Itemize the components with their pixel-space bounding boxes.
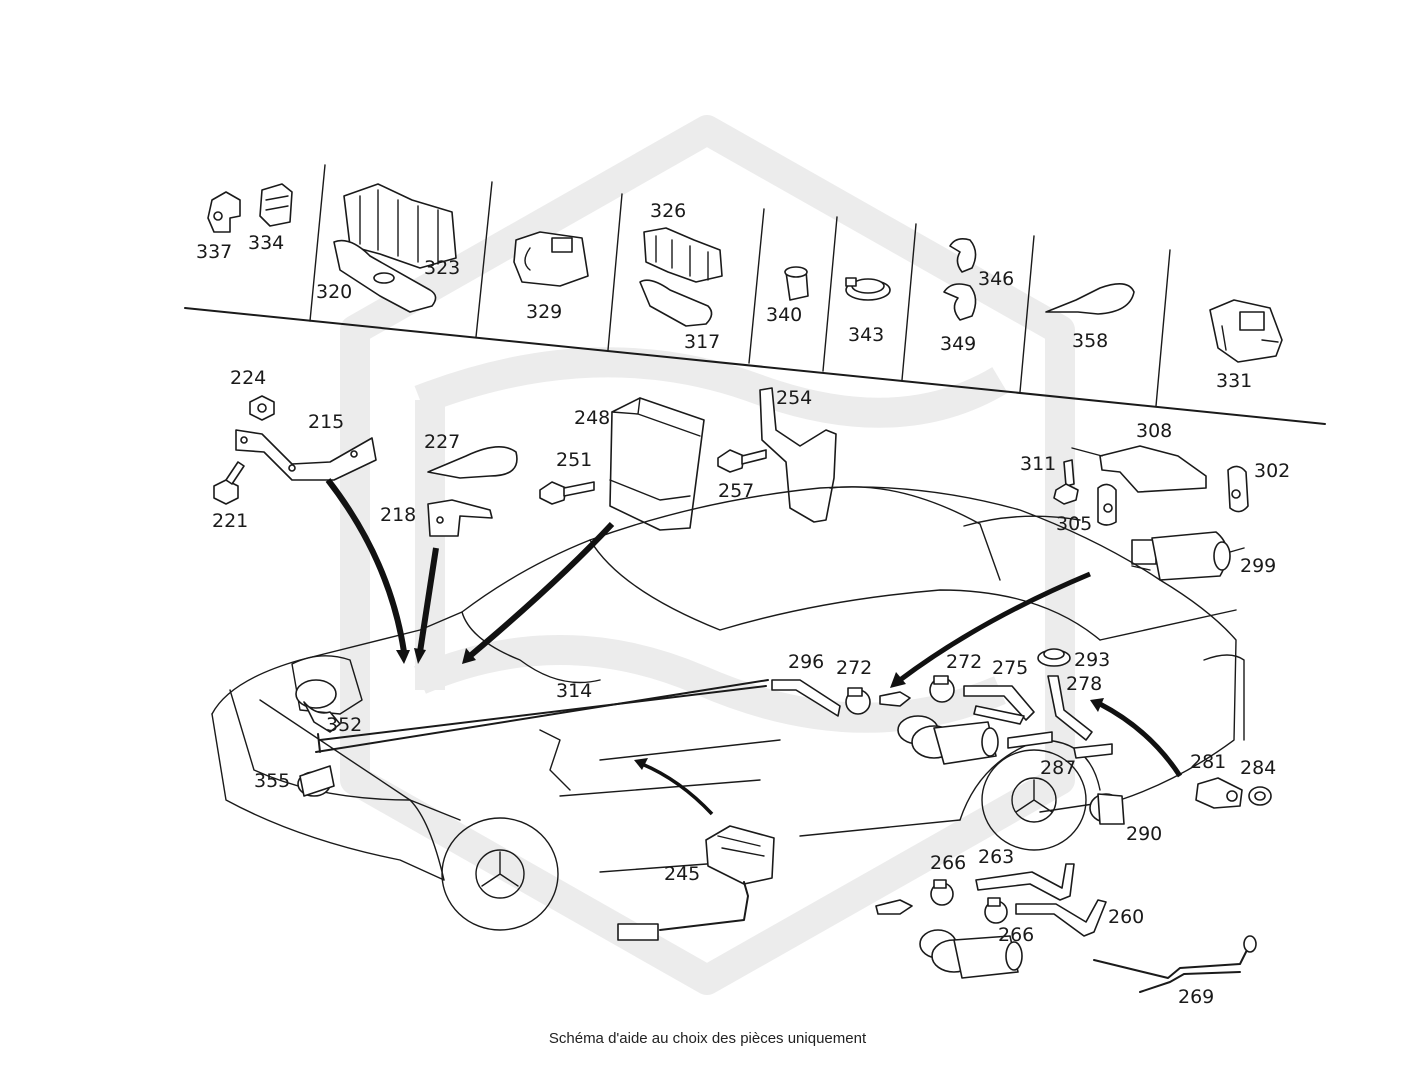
part-label[interactable]: 251 <box>556 449 592 471</box>
check-valve[interactable] <box>879 691 911 707</box>
bracket-215[interactable] <box>235 429 377 481</box>
part-label[interactable]: 326 <box>650 200 686 222</box>
part-label[interactable]: 245 <box>664 863 700 885</box>
part-label[interactable]: 266 <box>998 924 1034 946</box>
hose-260[interactable] <box>1015 899 1107 937</box>
part-label[interactable]: 275 <box>992 657 1028 679</box>
part-label[interactable]: 257 <box>718 480 754 502</box>
part-label[interactable]: 352 <box>326 714 362 736</box>
clamp-272-a[interactable] <box>845 687 871 715</box>
cable-tie-358[interactable] <box>1045 283 1135 315</box>
part-label[interactable]: 287 <box>1040 757 1076 779</box>
screw-257[interactable] <box>717 449 767 473</box>
clip-334[interactable] <box>259 183 293 227</box>
part-label[interactable]: 272 <box>946 651 982 673</box>
part-label[interactable]: 358 <box>1072 330 1108 352</box>
part-label[interactable]: 224 <box>230 367 266 389</box>
pump-assembly-2[interactable] <box>919 929 1023 979</box>
grommet-340[interactable] <box>784 266 809 301</box>
part-label[interactable]: 215 <box>308 411 344 433</box>
part-label[interactable]: 278 <box>1066 673 1102 695</box>
part-label[interactable]: 263 <box>978 846 1014 868</box>
control-unit-248[interactable] <box>609 397 705 531</box>
part-label[interactable]: 346 <box>978 268 1014 290</box>
hose-278[interactable] <box>1047 675 1113 759</box>
part-label[interactable]: 269 <box>1178 986 1214 1008</box>
pointer-arrows <box>325 478 1183 816</box>
part-label[interactable]: 343 <box>848 324 884 346</box>
hose-269[interactable] <box>1093 935 1257 993</box>
pump-352[interactable] <box>295 679 341 733</box>
part-label[interactable]: 296 <box>788 651 824 673</box>
car-body-outline <box>211 486 1245 931</box>
part-label[interactable]: 218 <box>380 504 416 526</box>
grommet-284[interactable] <box>1248 786 1272 806</box>
part-label[interactable]: 290 <box>1126 823 1162 845</box>
nut-224[interactable] <box>249 395 275 421</box>
diagram-caption: Schéma d'aide au choix des pièces unique… <box>548 1030 867 1047</box>
clamp-266-b[interactable] <box>984 897 1008 924</box>
bolt-221[interactable] <box>213 461 245 505</box>
part-label[interactable]: 323 <box>424 257 460 279</box>
clamp-293[interactable] <box>1037 648 1071 667</box>
hose-263[interactable] <box>975 863 1075 901</box>
hose-275[interactable] <box>963 685 1053 749</box>
part-label[interactable]: 272 <box>836 657 872 679</box>
clamp-272-b[interactable] <box>929 675 955 703</box>
part-label[interactable]: 311 <box>1020 453 1056 475</box>
part-label[interactable]: 320 <box>316 281 352 303</box>
clip-349[interactable] <box>943 283 977 321</box>
part-label[interactable]: 302 <box>1254 460 1290 482</box>
clamp-343[interactable] <box>845 277 891 301</box>
part-label[interactable]: 331 <box>1216 370 1252 392</box>
hose-296[interactable] <box>771 679 841 717</box>
part-label[interactable]: 308 <box>1136 420 1172 442</box>
screw-311[interactable] <box>1053 459 1079 505</box>
check-valve-2[interactable] <box>875 899 913 915</box>
grommet-305[interactable] <box>1097 483 1117 526</box>
switch-245[interactable] <box>617 825 775 941</box>
bracket-308[interactable] <box>1071 445 1207 493</box>
bracket-218[interactable] <box>427 499 493 537</box>
part-label[interactable]: 293 <box>1074 649 1110 671</box>
washer-pump-299[interactable] <box>1131 531 1245 581</box>
clip-337[interactable] <box>207 191 241 233</box>
part-label[interactable]: 355 <box>254 770 290 792</box>
part-label[interactable]: 254 <box>776 387 812 409</box>
part-label[interactable]: 227 <box>424 431 460 453</box>
cap-290[interactable] <box>1089 793 1125 825</box>
cable-holder-326-317[interactable] <box>639 227 723 327</box>
category-dividers <box>184 164 1326 425</box>
part-label[interactable]: 281 <box>1190 751 1226 773</box>
part-label[interactable]: 340 <box>766 304 802 326</box>
hose-314[interactable] <box>315 679 769 753</box>
part-label[interactable]: 248 <box>574 407 610 429</box>
part-label[interactable]: 334 <box>248 232 284 254</box>
part-label[interactable]: 221 <box>212 510 248 532</box>
cable-holder-320-323[interactable] <box>333 183 457 313</box>
part-label[interactable]: 317 <box>684 331 720 353</box>
part-label[interactable]: 299 <box>1240 555 1276 577</box>
clip-331[interactable] <box>1209 299 1283 363</box>
clamp-266-a[interactable] <box>930 879 954 906</box>
pump-assembly[interactable] <box>897 715 999 765</box>
part-label[interactable]: 337 <box>196 241 232 263</box>
part-label[interactable]: 284 <box>1240 757 1276 779</box>
part-label[interactable]: 349 <box>940 333 976 355</box>
bracket-281[interactable] <box>1195 777 1243 809</box>
part-labels: 337 334 320 323 329 326 317 340 343 346 … <box>196 200 1290 1008</box>
cable-holder-329[interactable] <box>513 231 589 287</box>
clip-346[interactable] <box>949 238 977 273</box>
part-label[interactable]: 305 <box>1056 513 1092 535</box>
part-label[interactable]: 266 <box>930 852 966 874</box>
cable-tie-227[interactable] <box>427 446 518 479</box>
part-label[interactable]: 260 <box>1108 906 1144 928</box>
cap-355[interactable] <box>297 765 335 797</box>
part-label[interactable]: 329 <box>526 301 562 323</box>
screw-251[interactable] <box>539 481 595 505</box>
part-label[interactable]: 314 <box>556 680 592 702</box>
grommet-302[interactable] <box>1227 465 1249 513</box>
